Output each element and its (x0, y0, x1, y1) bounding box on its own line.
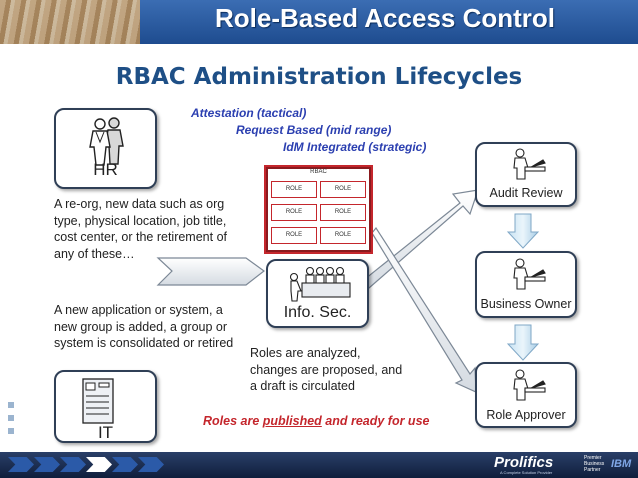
arrow-business-to-approver (506, 324, 540, 361)
role-approver-label: Role Approver (486, 408, 566, 422)
meeting-icon (289, 266, 351, 302)
reviewer-desk-icon (513, 148, 546, 180)
premier-partner-text: Premier Business Partner (584, 455, 605, 473)
nav-chevron (34, 457, 60, 472)
it-box: IT (54, 370, 157, 443)
audit-review-box: Audit Review (475, 142, 577, 207)
audit-review-label: Audit Review (489, 186, 563, 200)
lifecycle-request-based: Request Based (mid range) (236, 123, 392, 137)
decor-dot (8, 402, 14, 408)
rbac-grid-title: RBAC (310, 169, 327, 175)
nav-chevron-active (86, 457, 112, 472)
role-cell: ROLE (271, 181, 317, 198)
role-cell: ROLE (271, 227, 317, 244)
info-sec-description: Roles are analyzed, changes are proposed… (250, 346, 403, 393)
reviewer-desk-icon (513, 369, 546, 401)
header-bar: Role-Based Access Control (0, 0, 638, 44)
arrow-to-audit-review (358, 189, 479, 289)
footer-bar: Prolifics A Complete Solution Provider P… (0, 452, 638, 478)
info-sec-box: Info. Sec. (266, 259, 369, 328)
it-label: IT (97, 423, 114, 442)
decor-dot (8, 415, 14, 421)
role-cell: ROLE (320, 204, 366, 221)
reviewer-desk-icon (513, 258, 546, 290)
role-cell: ROLE (271, 204, 317, 221)
hr-description: A re-org, new data such as org type, phy… (54, 197, 227, 261)
nav-chevron (8, 457, 34, 472)
info-sec-label: Info. Sec. (283, 304, 352, 321)
role-approver-box: Role Approver (475, 362, 577, 428)
business-owner-box: Business Owner (475, 251, 577, 318)
input-chevron-arrow (156, 257, 266, 286)
ibm-logo: IBM (611, 458, 632, 470)
hr-label: HR (93, 160, 118, 179)
published-note: Roles are published and ready for use (203, 414, 429, 428)
role-cell: ROLE (320, 181, 366, 198)
business-owner-label: Business Owner (480, 297, 572, 311)
lifecycle-idm-integrated: IdM Integrated (strategic) (283, 140, 427, 154)
slide-title: Role-Based Access Control (214, 3, 556, 33)
nav-chevron (60, 457, 86, 472)
prolifics-logo: Prolifics (494, 454, 554, 471)
decor-dot (8, 428, 14, 434)
header-texture (0, 0, 140, 44)
rbac-role-grid: RBAC ROLE ROLE ROLE ROLE ROLE ROLE (264, 165, 373, 254)
published-prefix: Roles are (203, 414, 263, 428)
lifecycle-attestation: Attestation (tactical) (191, 106, 307, 120)
it-description: A new application or system, a new group… (54, 303, 234, 350)
published-suffix: and ready for use (321, 414, 430, 428)
hr-box: HR (54, 108, 157, 189)
role-cell: ROLE (320, 227, 366, 244)
published-word: published (262, 414, 322, 428)
nav-chevron (112, 457, 138, 472)
nav-chevron (138, 457, 164, 472)
server-icon (82, 378, 114, 424)
people-icon (89, 117, 124, 166)
arrow-audit-to-business (506, 213, 540, 249)
prolifics-tagline: A Complete Solution Provider (500, 470, 553, 475)
slide-subtitle: RBAC Administration Lifecycles (115, 64, 523, 90)
